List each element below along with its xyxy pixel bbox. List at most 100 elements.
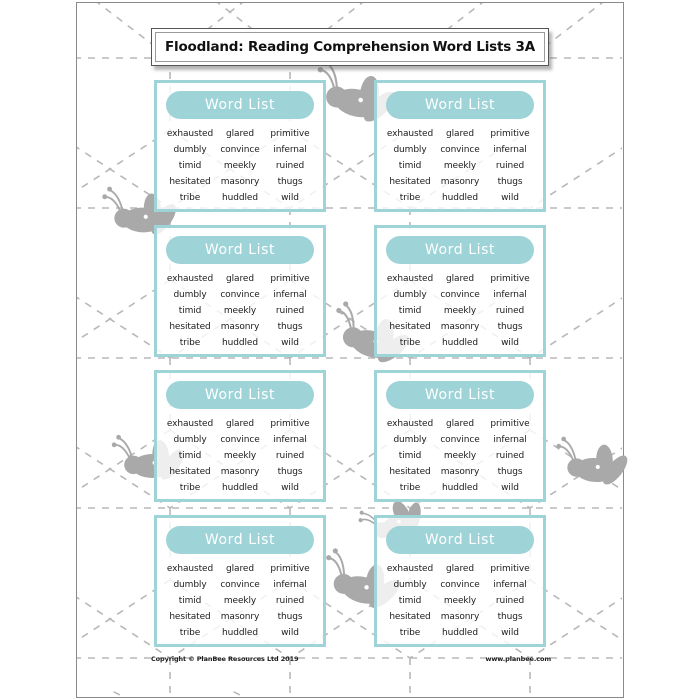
word-item: hesitated: [389, 177, 431, 187]
word-item: tribe: [399, 338, 421, 348]
word-grid: exhausted glared primitive dumbly convin…: [383, 559, 537, 641]
word-list-card: Word List exhausted glared primitive dum…: [154, 370, 326, 502]
word-item: tribe: [179, 338, 201, 348]
word-list-card: Word List exhausted glared primitive dum…: [374, 80, 546, 212]
word-item: meekly: [223, 306, 257, 316]
word-item: tribe: [179, 483, 201, 493]
word-item: dumbly: [173, 435, 207, 445]
word-item: primitive: [270, 419, 310, 429]
word-item: timid: [178, 451, 202, 461]
word-item: glared: [446, 129, 474, 139]
word-item: timid: [178, 596, 202, 606]
word-list-card: Word List exhausted glared primitive dum…: [154, 515, 326, 647]
card-title-pill: Word List: [386, 91, 534, 119]
word-item: timid: [398, 451, 422, 461]
word-item: huddled: [222, 483, 258, 493]
copyright-text: Copyright © PlanBee Resources Ltd 2019: [151, 655, 299, 663]
word-grid: exhausted glared primitive dumbly convin…: [383, 269, 537, 351]
word-list-card: Word List exhausted glared primitive dum…: [154, 225, 326, 357]
word-item: thugs: [497, 467, 523, 477]
word-item: meekly: [223, 451, 257, 461]
word-item: hesitated: [169, 612, 211, 622]
word-item: wild: [281, 628, 299, 638]
word-item: ruined: [495, 596, 525, 606]
word-item: thugs: [277, 612, 303, 622]
card-title: Word List: [204, 242, 276, 258]
word-item: exhausted: [166, 274, 214, 284]
word-item: infernal: [273, 435, 307, 445]
card-title-pill: Word List: [166, 381, 314, 409]
word-item: infernal: [493, 145, 527, 155]
word-item: wild: [281, 483, 299, 493]
word-item: exhausted: [386, 274, 434, 284]
word-list-card: Word List exhausted glared primitive dum…: [374, 370, 546, 502]
word-item: primitive: [270, 274, 310, 284]
word-grid: exhausted glared primitive dumbly convin…: [383, 414, 537, 496]
word-item: primitive: [270, 564, 310, 574]
card-title-pill: Word List: [386, 381, 534, 409]
word-item: glared: [226, 274, 254, 284]
word-grid: exhausted glared primitive dumbly convin…: [163, 269, 317, 351]
card-title-pill: Word List: [386, 526, 534, 554]
word-item: convince: [220, 435, 260, 445]
word-item: infernal: [493, 435, 527, 445]
word-item: glared: [226, 564, 254, 574]
word-item: dumbly: [393, 580, 427, 590]
word-item: hesitated: [389, 322, 431, 332]
word-item: dumbly: [393, 435, 427, 445]
word-item: primitive: [490, 564, 530, 574]
word-item: meekly: [223, 161, 257, 171]
word-item: exhausted: [166, 419, 214, 429]
worksheet-reference: Word Lists 3A: [432, 39, 536, 55]
word-item: infernal: [493, 580, 527, 590]
card-title: Word List: [424, 242, 496, 258]
word-item: timid: [398, 306, 422, 316]
word-list-card: Word List exhausted glared primitive dum…: [374, 515, 546, 647]
word-item: dumbly: [173, 290, 207, 300]
word-item: hesitated: [169, 467, 211, 477]
website-link[interactable]: www.planbee.com: [485, 655, 552, 663]
word-item: masonry: [220, 322, 260, 332]
word-item: thugs: [277, 467, 303, 477]
worksheet-header-inner: Floodland: Reading Comprehension Word Li…: [155, 32, 545, 62]
word-item: primitive: [490, 419, 530, 429]
card-title-pill: Word List: [386, 236, 534, 264]
word-item: glared: [446, 419, 474, 429]
word-item: meekly: [223, 596, 257, 606]
word-item: dumbly: [393, 290, 427, 300]
word-item: timid: [178, 161, 202, 171]
word-item: primitive: [490, 274, 530, 284]
word-item: infernal: [273, 580, 307, 590]
word-item: thugs: [497, 322, 523, 332]
word-item: convince: [220, 290, 260, 300]
word-item: tribe: [179, 193, 201, 203]
word-item: meekly: [443, 161, 477, 171]
word-item: exhausted: [166, 564, 214, 574]
page-footer: Copyright © PlanBee Resources Ltd 2019 w…: [151, 655, 551, 663]
word-item: hesitated: [389, 612, 431, 622]
word-list-card: Word List exhausted glared primitive dum…: [154, 80, 326, 212]
word-item: exhausted: [166, 129, 214, 139]
word-item: convince: [440, 435, 480, 445]
word-item: huddled: [222, 338, 258, 348]
word-item: huddled: [442, 338, 478, 348]
word-list-card-grid: Word List exhausted glared primitive dum…: [154, 80, 546, 650]
word-item: exhausted: [386, 129, 434, 139]
word-item: huddled: [442, 483, 478, 493]
card-title: Word List: [204, 97, 276, 113]
word-item: thugs: [277, 322, 303, 332]
word-item: masonry: [440, 322, 480, 332]
card-title: Word List: [204, 387, 276, 403]
word-item: masonry: [440, 612, 480, 622]
word-item: masonry: [220, 612, 260, 622]
word-item: wild: [281, 193, 299, 203]
card-title: Word List: [424, 97, 496, 113]
word-item: huddled: [222, 628, 258, 638]
word-item: primitive: [270, 129, 310, 139]
word-item: dumbly: [173, 145, 207, 155]
word-item: meekly: [443, 596, 477, 606]
worksheet-header: Floodland: Reading Comprehension Word Li…: [151, 28, 549, 66]
word-item: meekly: [443, 306, 477, 316]
word-item: infernal: [273, 145, 307, 155]
word-item: ruined: [495, 306, 525, 316]
